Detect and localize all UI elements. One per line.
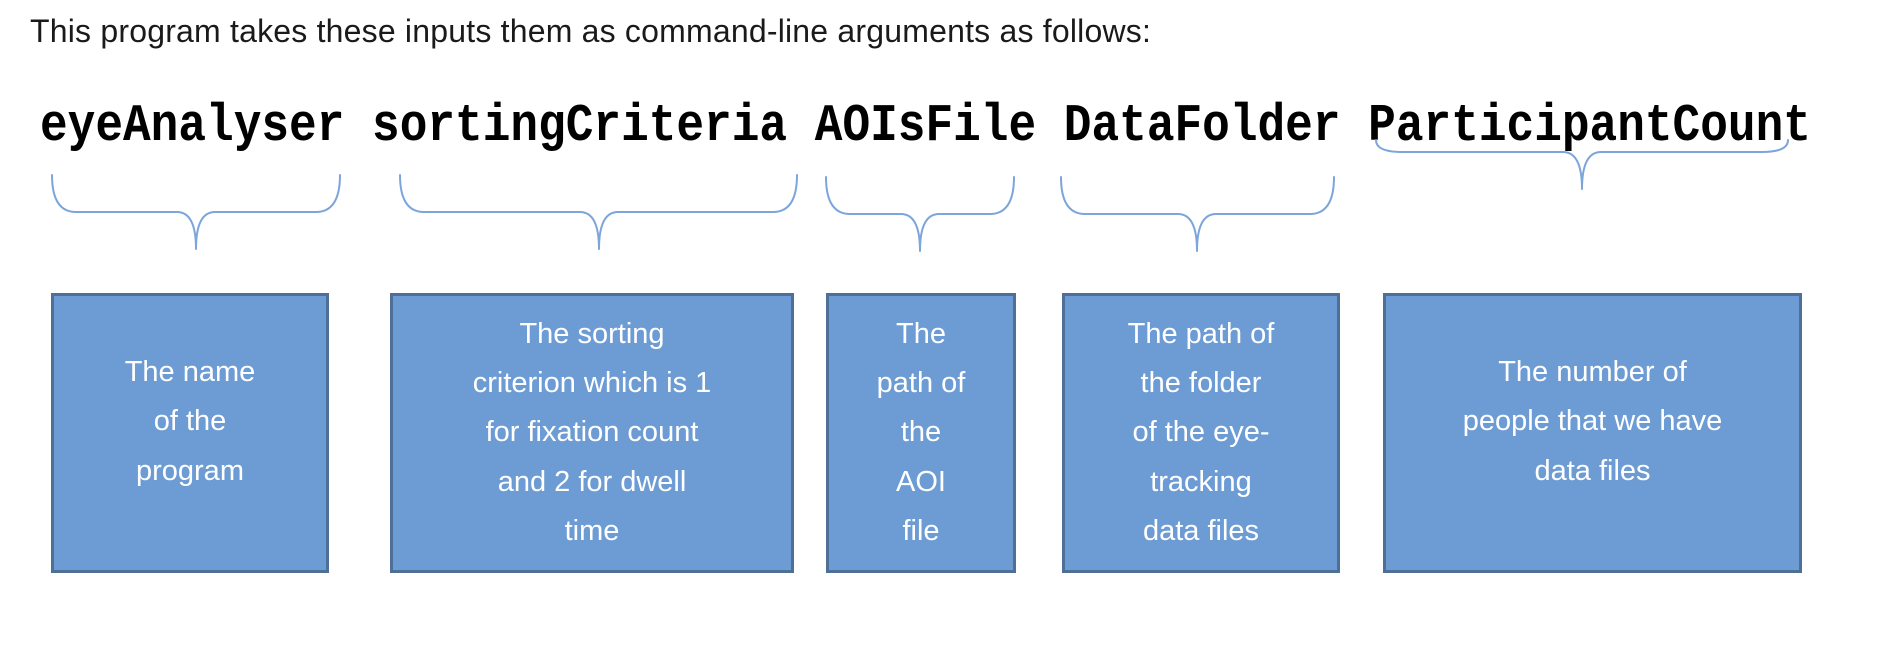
brace-eyeanalyser-icon bbox=[51, 174, 341, 250]
description-box-participantcount: The number of people that we have data f… bbox=[1383, 293, 1802, 573]
brace-sortingcriteria-icon bbox=[399, 174, 798, 250]
description-text-datafolder: The path of the folder of the eye- track… bbox=[1127, 317, 1275, 547]
description-box-datafolder: The path of the folder of the eye- track… bbox=[1062, 293, 1340, 573]
description-text-aoisfile: The path of the AOI file bbox=[876, 317, 966, 547]
description-box-eyeanalyser: The name of the program bbox=[51, 293, 329, 573]
command-line-text: eyeAnalyser sortingCriteria AOIsFile Dat… bbox=[40, 96, 1811, 156]
intro-text: This program takes these inputs them as … bbox=[30, 13, 1152, 49]
description-text-sortingcriteria: The sorting criterion which is 1 for fix… bbox=[472, 317, 712, 547]
brace-aoisfile-icon bbox=[825, 176, 1015, 252]
description-box-sortingcriteria: The sorting criterion which is 1 for fix… bbox=[390, 293, 794, 573]
brace-participantcount-icon bbox=[1375, 139, 1789, 190]
brace-datafolder-icon bbox=[1060, 176, 1335, 252]
description-text-eyeanalyser: The name of the program bbox=[124, 356, 256, 487]
description-text-participantcount: The number of people that we have data f… bbox=[1462, 356, 1723, 487]
description-box-aoisfile: The path of the AOI file bbox=[826, 293, 1016, 573]
